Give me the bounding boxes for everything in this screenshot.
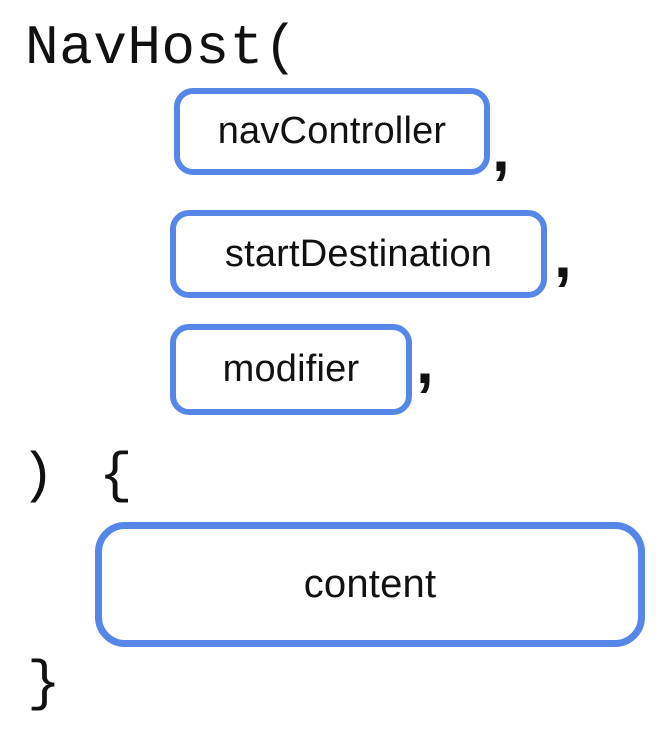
content-label: content bbox=[303, 562, 437, 606]
content-box: content bbox=[95, 522, 645, 647]
param-box-modifier: modifier bbox=[170, 324, 412, 415]
param-label-navcontroller: navController bbox=[217, 110, 447, 152]
param-label-startdestination: startDestination bbox=[224, 232, 493, 275]
code-navhost-open: NavHost( bbox=[25, 16, 298, 80]
param-box-startdestination: startDestination bbox=[170, 210, 547, 298]
param-label-modifier: modifier bbox=[222, 348, 360, 390]
code-close-paren: ) bbox=[21, 444, 55, 508]
comma-after-navcontroller: , bbox=[492, 113, 510, 185]
comma-after-startdestination: , bbox=[554, 219, 572, 291]
code-open-brace: { bbox=[99, 444, 133, 508]
param-box-navcontroller: navController bbox=[174, 88, 490, 175]
code-close-brace: } bbox=[27, 652, 61, 716]
comma-after-modifier: , bbox=[416, 325, 434, 397]
